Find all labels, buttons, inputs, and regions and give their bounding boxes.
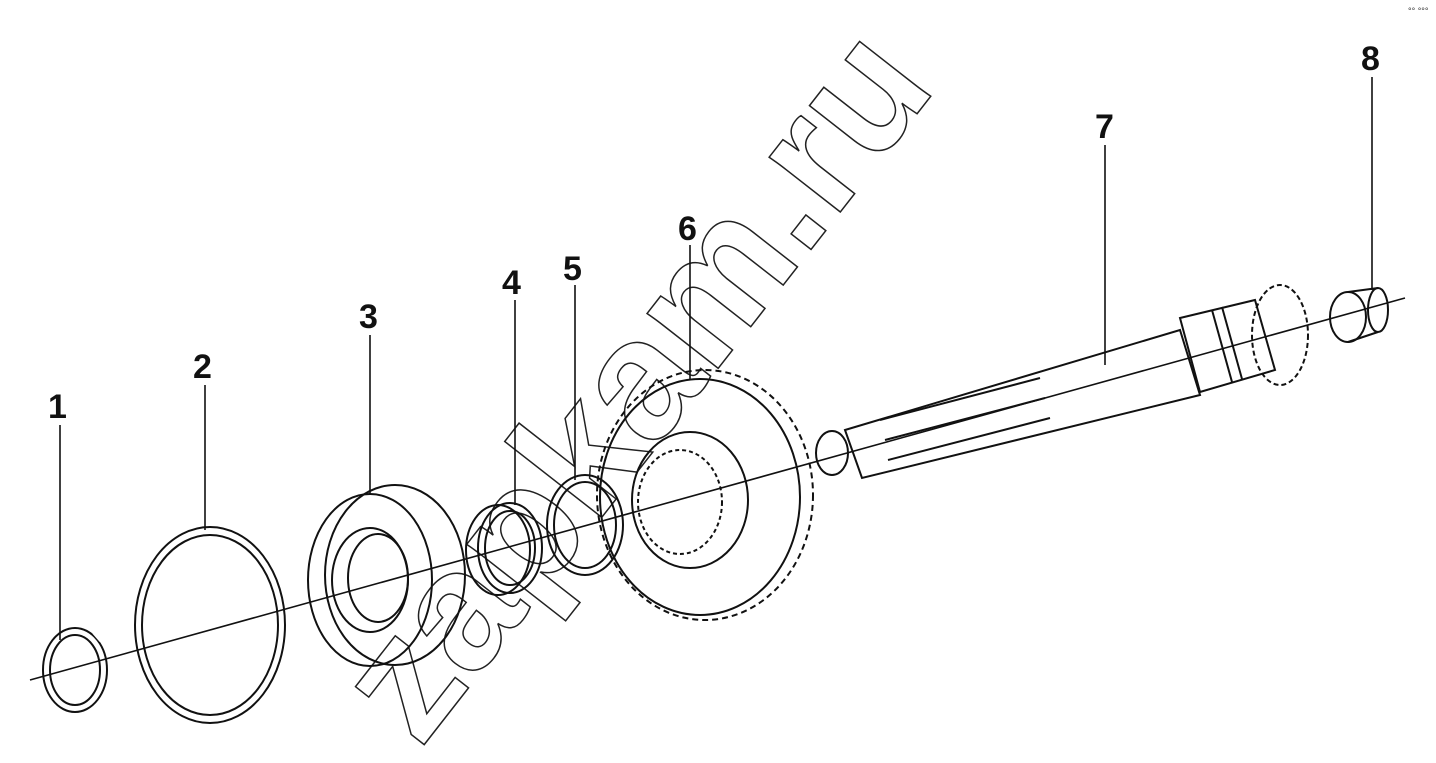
part-labels: 1 2 3 4 5 6 7 8 — [48, 40, 1380, 426]
corner-mark: °° °°° — [1408, 6, 1429, 16]
part-2-ring — [134, 526, 286, 724]
part-4-bushing — [465, 502, 543, 596]
part-6-gear — [596, 369, 814, 621]
part-label-6: 6 — [678, 210, 697, 248]
center-axis — [29, 297, 1406, 681]
part-5-ring — [546, 474, 624, 576]
part-label-3: 3 — [359, 298, 378, 336]
leader-lines — [59, 77, 1373, 640]
part-label-5: 5 — [563, 250, 582, 288]
watermark-text: zapkam.ru — [299, 0, 966, 763]
part-label-1: 1 — [48, 388, 67, 426]
part-label-2: 2 — [193, 348, 212, 386]
part-label-7: 7 — [1095, 108, 1114, 146]
part-label-8: 8 — [1361, 40, 1380, 78]
part-1-snap-ring — [42, 627, 108, 713]
watermark: zapkam.ru — [299, 0, 968, 763]
part-7-shaft — [815, 284, 1309, 480]
part-label-4: 4 — [502, 264, 521, 302]
part-8-bushing — [1329, 287, 1389, 343]
